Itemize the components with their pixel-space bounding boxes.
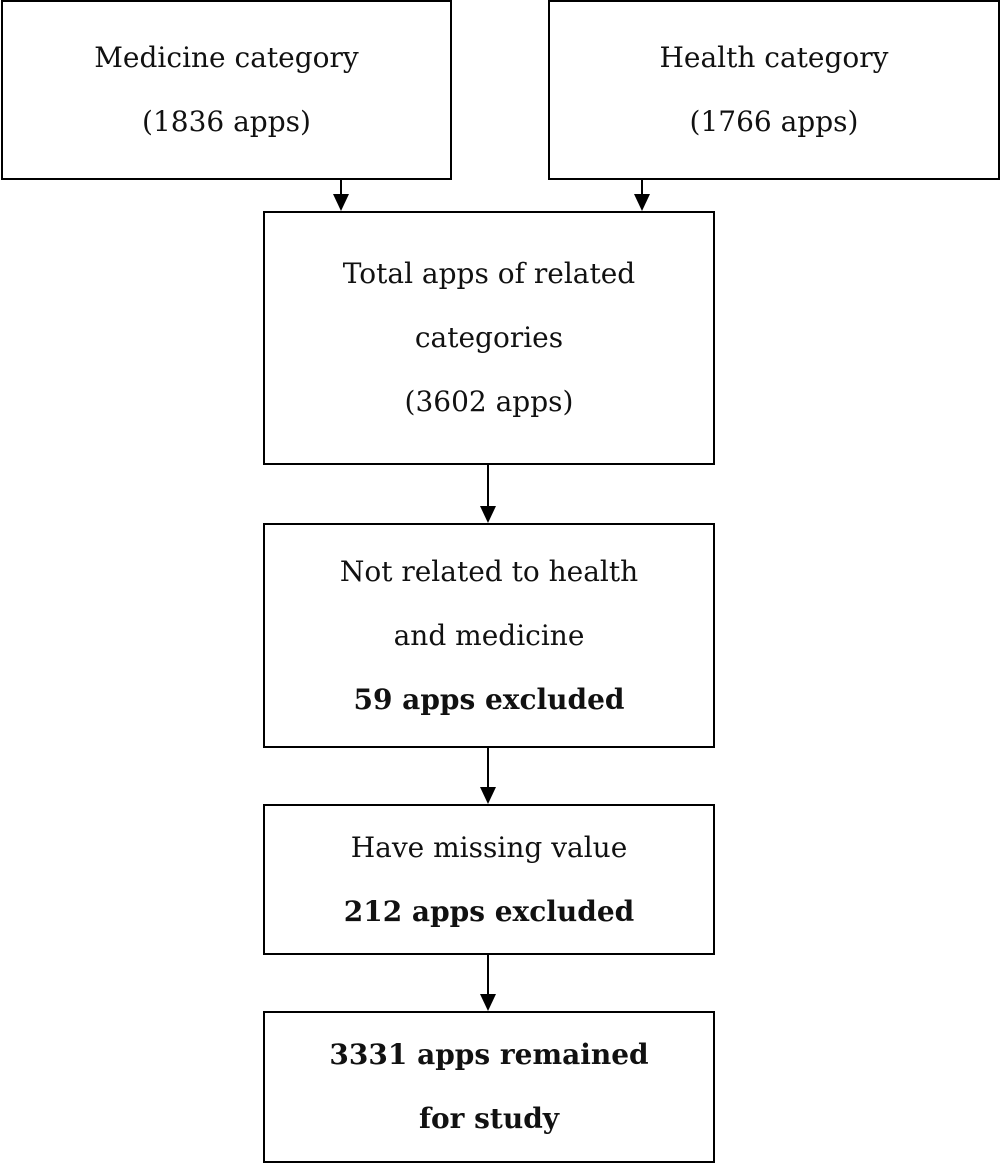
arrowhead-health-to-total bbox=[634, 194, 650, 211]
node-health-title: Health category bbox=[659, 41, 889, 74]
node-remained-line2: for study bbox=[418, 1102, 560, 1135]
arrowhead-medicine-to-total bbox=[333, 194, 349, 211]
arrowhead-not-related-to-missing bbox=[480, 787, 496, 804]
node-total-count: (3602 apps) bbox=[404, 385, 574, 418]
node-total-apps: Total apps of related categories (3602 a… bbox=[263, 211, 715, 465]
node-total-line2: categories bbox=[414, 321, 564, 354]
node-health-count: (1766 apps) bbox=[689, 105, 859, 138]
arrowhead-missing-to-remained bbox=[480, 994, 496, 1011]
arrowhead-total-to-not-related bbox=[480, 506, 496, 523]
node-health-category: Health category (1766 apps) bbox=[548, 0, 1000, 180]
node-not-related-excluded: 59 apps excluded bbox=[353, 682, 625, 716]
node-not-related-line1: Not related to health bbox=[339, 554, 639, 588]
node-medicine-count: (1836 apps) bbox=[142, 105, 311, 138]
node-total-line1: Total apps of related bbox=[342, 257, 636, 290]
node-missing-excluded: 212 apps excluded bbox=[343, 894, 635, 928]
node-missing-line1: Have missing value bbox=[350, 830, 628, 864]
node-medicine-category: Medicine category (1836 apps) bbox=[1, 0, 452, 180]
node-not-related: Not related to health and medicine 59 ap… bbox=[263, 523, 715, 748]
node-remained-line1: 3331 apps remained bbox=[329, 1038, 649, 1071]
node-medicine-title: Medicine category bbox=[94, 41, 359, 74]
node-remained-for-study: 3331 apps remained for study bbox=[263, 1011, 715, 1163]
node-missing-value: Have missing value 212 apps excluded bbox=[263, 804, 715, 955]
node-not-related-line2: and medicine bbox=[393, 618, 585, 652]
